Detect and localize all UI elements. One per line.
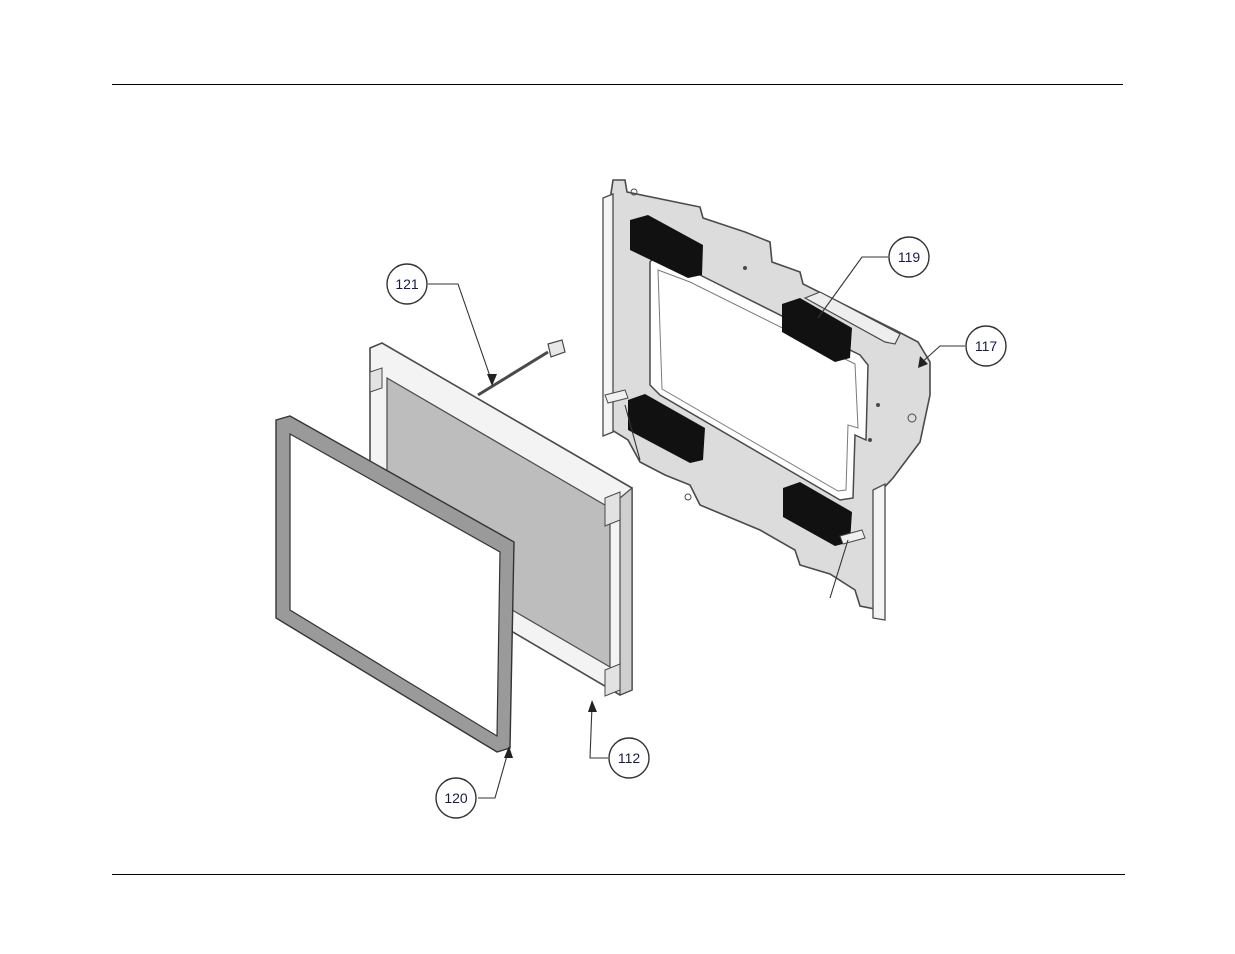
cable: [478, 340, 565, 395]
callout-label: 119: [898, 249, 921, 265]
callout-label: 117: [975, 338, 998, 354]
callout-label: 120: [444, 790, 468, 806]
mounting-bracket: [603, 180, 930, 620]
callout-121: 121: [387, 264, 427, 304]
callout-117: 117: [966, 326, 1006, 366]
callout-label: 112: [618, 750, 641, 766]
callout-119: 119: [889, 237, 929, 277]
callout-112: 112: [609, 738, 649, 778]
callout-label: 121: [395, 276, 419, 292]
callout-120: 120: [436, 778, 476, 818]
